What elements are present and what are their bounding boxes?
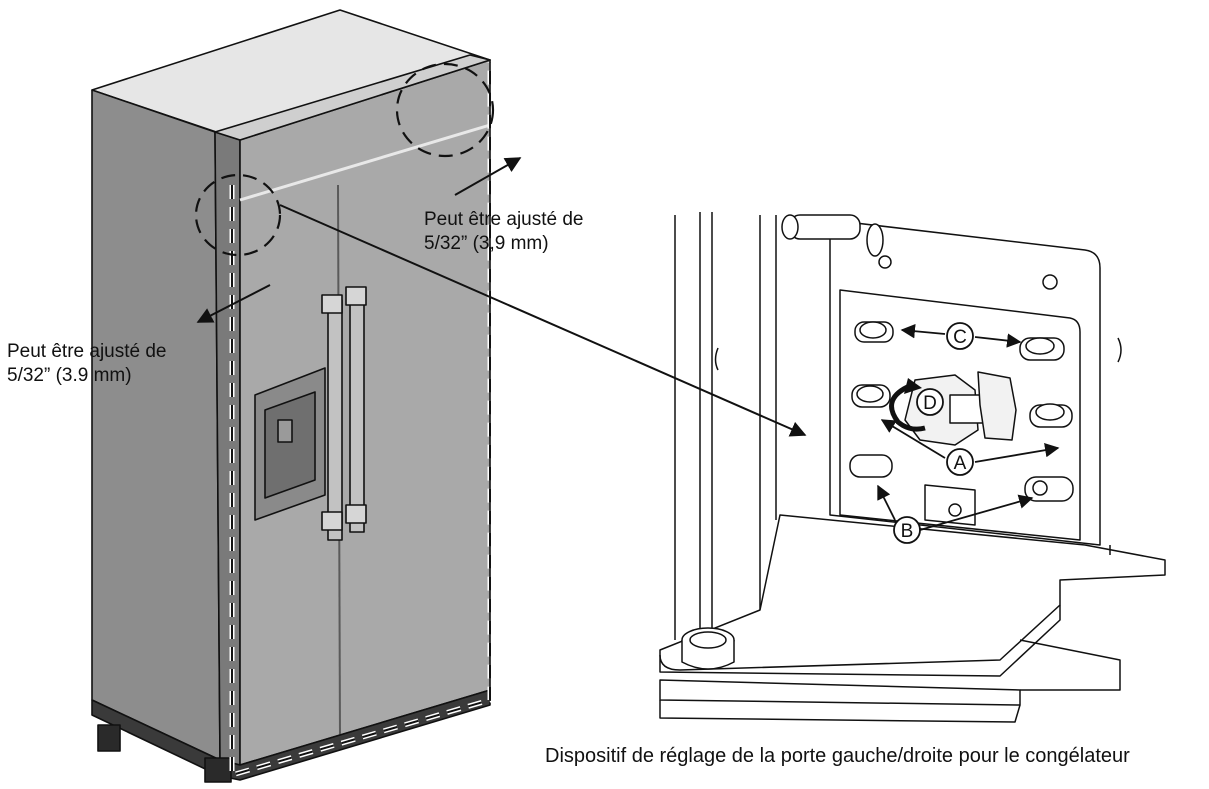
adjust-label-left-line1: Peut être ajusté de	[7, 341, 167, 362]
hinge-circle-left	[194, 173, 282, 257]
adjust-label-top-right: Peut être ajusté de 5/32” (3,9 mm)	[424, 208, 584, 256]
callout-a: A	[946, 448, 974, 476]
svg-text:A: A	[954, 453, 967, 474]
callout-b: B	[893, 516, 921, 544]
adjust-arrow-right	[454, 157, 522, 196]
right-handle	[349, 291, 365, 533]
hinge-detail	[659, 212, 1166, 723]
svg-text:B: B	[901, 521, 914, 542]
top-molding	[214, 54, 491, 141]
refrigerator	[91, 9, 491, 783]
adjust-label-top-right-line2: 5/32” (3,9 mm)	[424, 233, 549, 254]
callout-arrows	[877, 324, 1060, 531]
adjust-label-left-line2: 5/32” (3.9 mm)	[7, 365, 132, 386]
grille-line	[239, 123, 491, 202]
callout-c: C	[946, 322, 974, 350]
callout-d: D	[916, 388, 944, 416]
adjust-label-left: Peut être ajusté de 5/32” (3.9 mm)	[7, 340, 167, 388]
adjust-label-top-right-line1: Peut être ajusté de	[424, 209, 584, 230]
front-trim	[214, 131, 241, 766]
left-handle	[327, 299, 343, 541]
rotation-arrow	[889, 382, 926, 432]
cabinet-side	[91, 89, 221, 761]
svg-text:D: D	[923, 393, 937, 414]
figure-caption: Dispositif de réglage de la porte gauche…	[545, 745, 1130, 767]
hinge-circle-top-right	[395, 62, 495, 158]
adjust-arrow-left	[196, 284, 271, 323]
svg-text:C: C	[953, 327, 967, 348]
detail-leader-arrow	[279, 204, 807, 437]
